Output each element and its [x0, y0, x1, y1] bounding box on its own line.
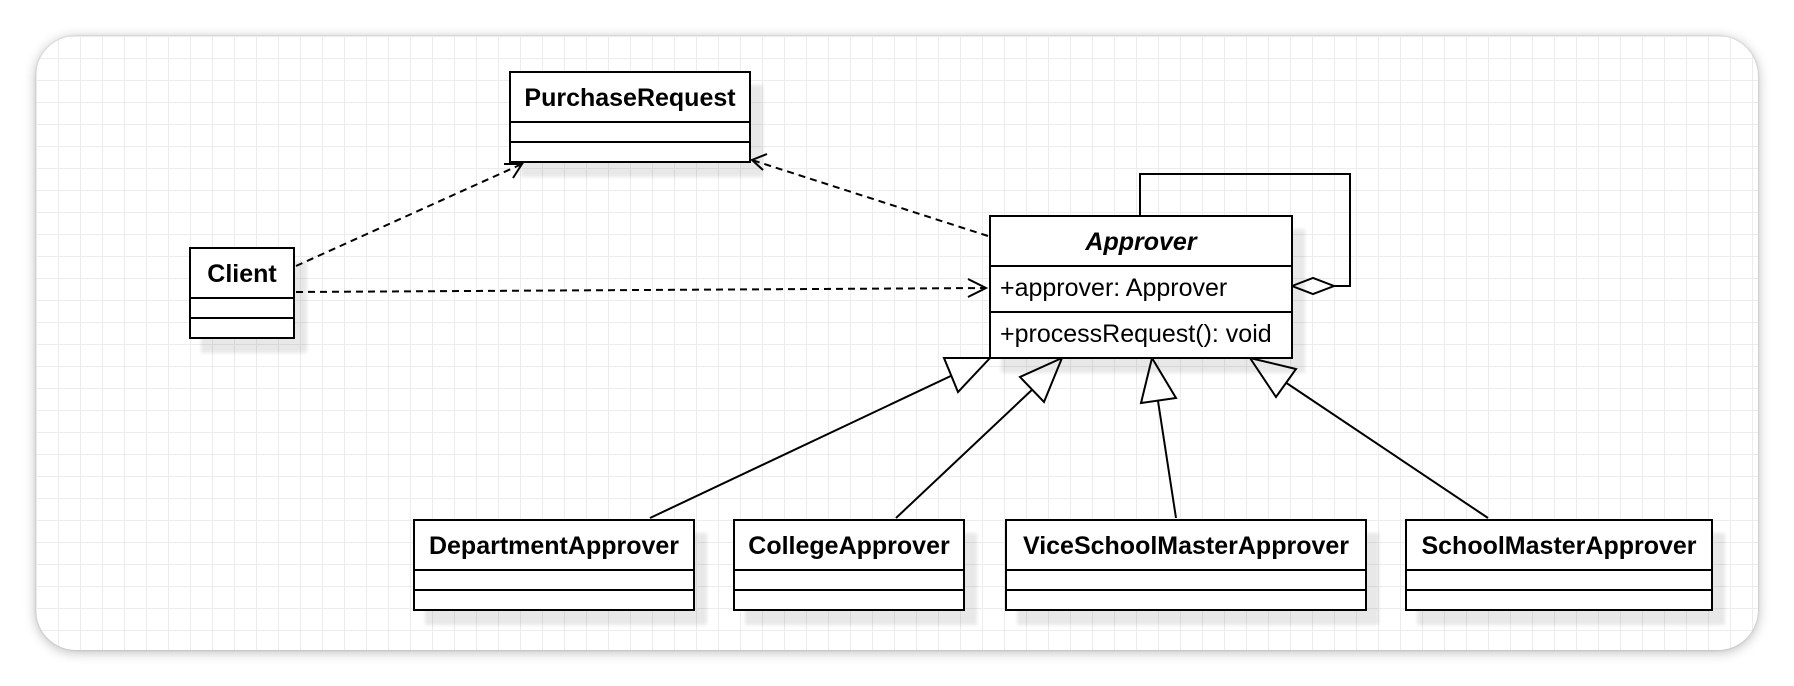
inheritance-triangle	[1247, 356, 1298, 399]
class-name: Client	[207, 260, 277, 288]
class-collegeapprover[interactable]: CollegeApprover	[733, 519, 965, 611]
class-box	[989, 215, 1293, 359]
attribute-approver: +approver: Approver	[1000, 274, 1227, 302]
class-name: DepartmentApprover	[429, 532, 679, 560]
aggregation-approver-self	[1139, 173, 1351, 296]
class-box	[189, 247, 295, 339]
class-client[interactable]: Client	[189, 247, 295, 339]
diagram-canvas	[36, 36, 1758, 650]
generalization-vice-to-approver	[1139, 355, 1178, 519]
method-processrequest: +processRequest(): void	[1000, 320, 1272, 348]
dependency-approver-to-purchaserequest	[750, 153, 989, 237]
class-box	[733, 519, 965, 611]
class-name: CollegeApprover	[748, 532, 950, 560]
class-name: PurchaseRequest	[524, 84, 736, 112]
class-name: SchoolMasterApprover	[1421, 532, 1696, 560]
class-approver[interactable]: Approver +approver: Approver +processReq…	[989, 215, 1293, 359]
class-name: Approver	[1084, 228, 1197, 256]
generalization-department-to-approver	[649, 357, 993, 519]
dependency-client-to-purchaserequest	[295, 163, 524, 267]
generalization-college-to-approver	[895, 356, 1064, 519]
inheritance-triangle	[942, 357, 993, 394]
class-box	[1405, 519, 1713, 611]
class-name: ViceSchoolMasterApprover	[1023, 532, 1349, 560]
class-box	[509, 71, 751, 163]
class-purchaserequest[interactable]: PurchaseRequest	[509, 71, 751, 163]
class-schoolmasterapprover[interactable]: SchoolMasterApprover	[1405, 519, 1713, 611]
class-departmentapprover[interactable]: DepartmentApprover	[413, 519, 695, 611]
class-box	[1005, 519, 1367, 611]
dependency-client-to-approver	[295, 278, 989, 298]
class-viceschoolmasterapprover[interactable]: ViceSchoolMasterApprover	[1005, 519, 1367, 611]
aggregation-diamond	[1289, 276, 1337, 296]
relations-layer	[295, 153, 1489, 519]
generalization-schoolmaster-to-approver	[1247, 356, 1489, 519]
class-box	[413, 519, 695, 611]
inheritance-triangle	[1018, 356, 1064, 404]
inheritance-triangle	[1139, 355, 1178, 405]
